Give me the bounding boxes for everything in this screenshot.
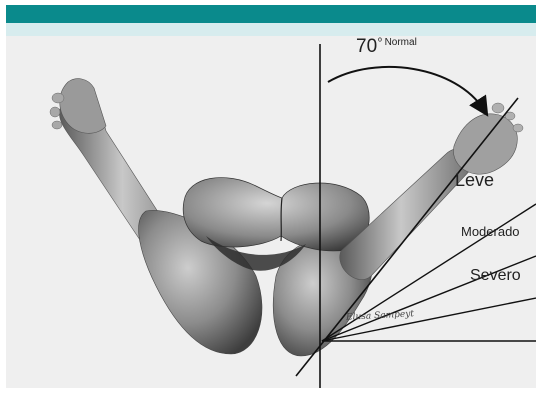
right-leg	[340, 103, 523, 280]
illustration-panel	[6, 36, 536, 388]
teal-header-bar	[6, 5, 536, 23]
leg-abduction-illustration	[6, 36, 536, 388]
grade-mild-label: Leve	[455, 170, 494, 191]
angle-unit-label: º Normal	[378, 37, 417, 48]
grade-severe-label: Severo	[470, 267, 521, 285]
grade-moderate-label: Moderado	[461, 224, 520, 239]
angle-arc-arrow	[328, 67, 484, 110]
angle-label: 70º Normal	[356, 36, 417, 58]
light-subheader-bar	[6, 23, 536, 36]
angle-value: 70	[356, 36, 377, 57]
